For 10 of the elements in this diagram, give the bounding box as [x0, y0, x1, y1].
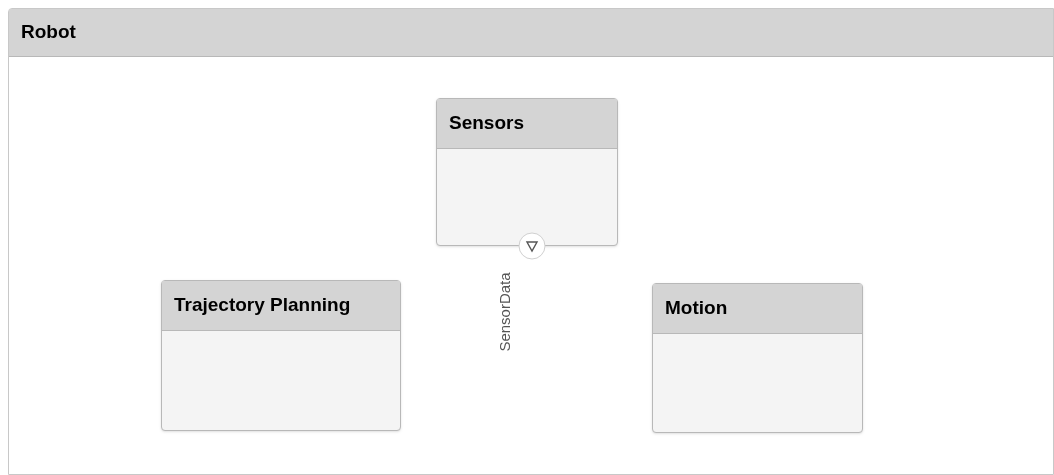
component-box: [161, 280, 401, 431]
title-text: Robot: [21, 20, 76, 45]
component-box: [436, 98, 618, 246]
port-label: SensorData: [497, 271, 513, 354]
architecture-panel: [8, 8, 1054, 475]
port-icon: [518, 232, 546, 260]
title-text: Sensors: [449, 111, 524, 136]
title-text: Motion: [665, 296, 728, 321]
component-box: [652, 283, 863, 433]
title-text: Trajectory Planning: [174, 293, 351, 318]
